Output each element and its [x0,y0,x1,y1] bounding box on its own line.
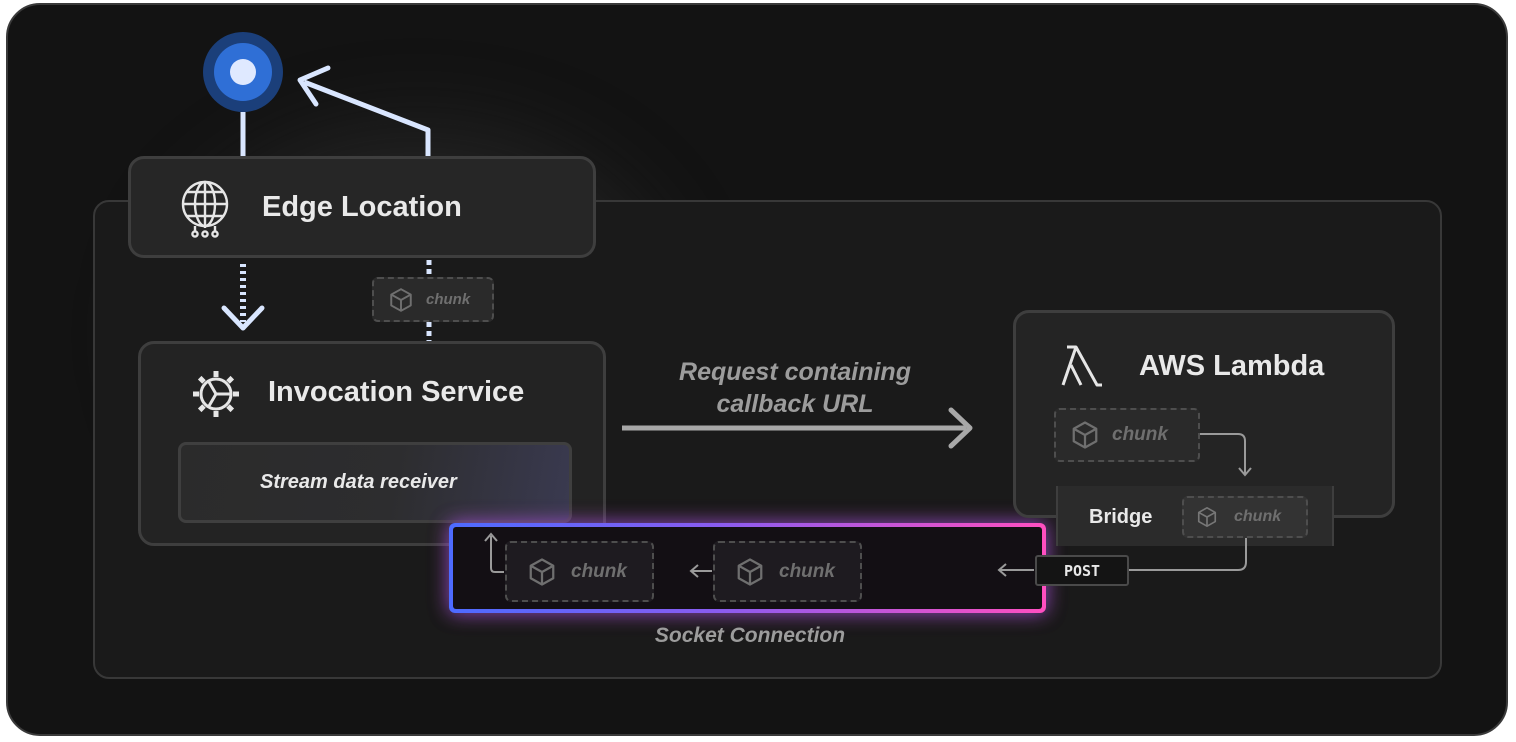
post-label: POST [1063,561,1101,580]
chunk-bridge: chunk [1182,496,1308,538]
chunk-lambda-label: chunk [1112,424,1168,445]
stream-data-receiver [178,442,572,523]
cube-icon [529,557,555,586]
post-badge: POST [1035,555,1129,586]
socket-connection-label: Socket Connection [654,624,846,647]
edge-location-title: Edge Location [262,191,462,223]
chunk-socket-left: chunk [505,541,654,602]
aws-lambda-title: AWS Lambda [1139,350,1325,382]
globe-icon [178,180,232,238]
request-label-line2: callback URL [716,390,874,418]
stream-data-receiver-label: Stream data receiver [260,471,457,493]
cube-icon [390,287,412,312]
chunk-bridge-label: chunk [1234,508,1282,525]
chunk-top-label: chunk [426,291,471,308]
request-label-line1: Request containing [679,358,911,386]
chunk-lambda: chunk [1054,408,1200,462]
chunk-socket-left-label: chunk [571,560,627,582]
lambda-icon [1058,343,1104,389]
chunk-socket-right-label: chunk [779,560,835,582]
bridge-label: Bridge [1089,506,1153,528]
request-label: Request containing callback URL [640,356,950,420]
cube-icon [1197,507,1217,527]
cube-icon [1072,421,1098,449]
cube-icon [737,557,763,586]
invocation-service-title: Invocation Service [268,376,525,408]
chunk-top: chunk [372,277,494,322]
chunk-socket-right: chunk [713,541,862,602]
gear-icon [190,368,242,420]
